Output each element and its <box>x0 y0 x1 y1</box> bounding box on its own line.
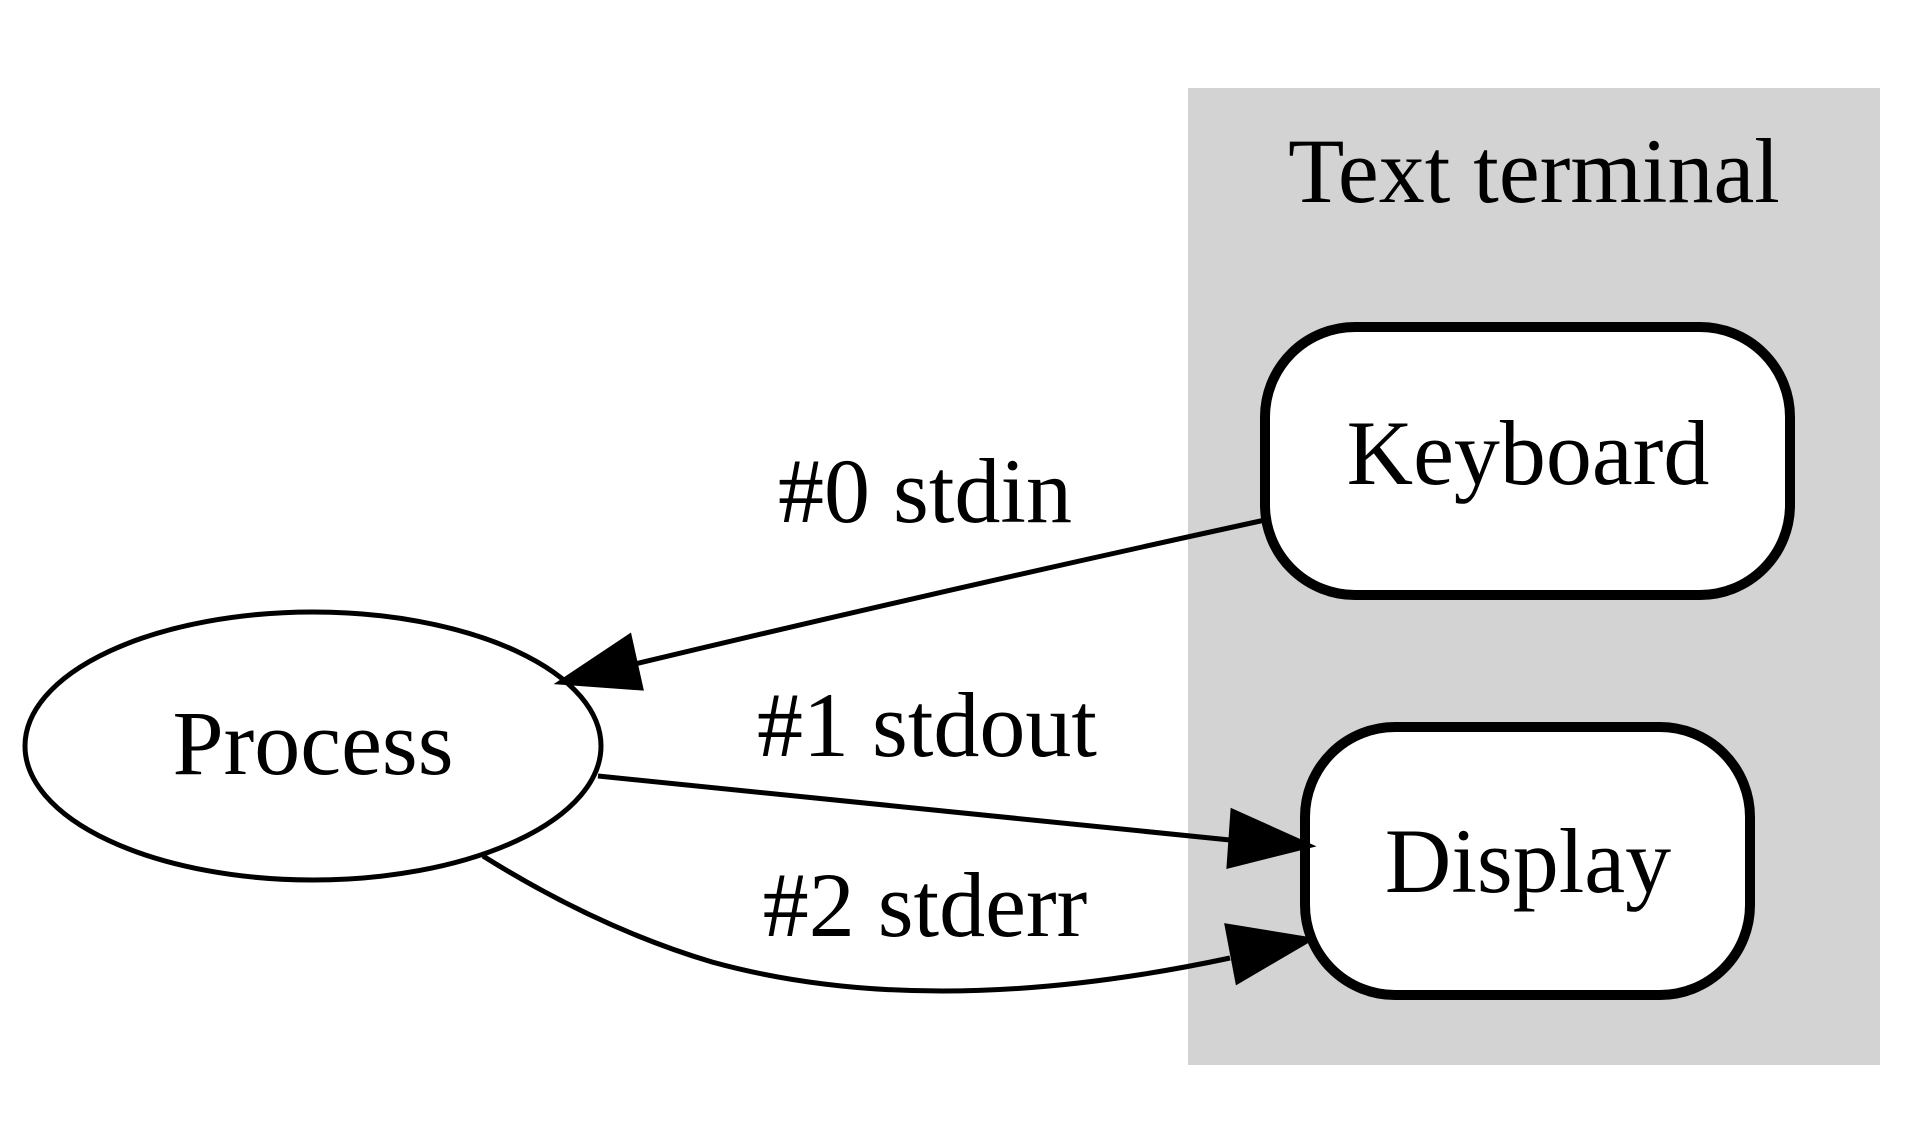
stderr-edge-label: #2 stderr <box>763 854 1087 956</box>
display-node-label: Display <box>1385 810 1671 912</box>
node-display[interactable]: Display <box>1300 722 1755 1000</box>
stdout-edge-label: #1 stdout <box>757 674 1097 776</box>
process-node-ellipse <box>22 609 604 883</box>
edge-stdout: #1 stdout <box>597 674 1317 869</box>
keyboard-node-box <box>1260 322 1795 600</box>
node-keyboard[interactable]: Keyboard <box>1260 322 1795 600</box>
node-process[interactable]: Process <box>22 609 604 883</box>
stderr-edge-line <box>481 853 1231 994</box>
edge-stdin: #0 stdin <box>553 440 1266 691</box>
stdin-arrowhead <box>553 632 644 691</box>
stdout-edge-line <box>597 773 1231 843</box>
process-node-label: Process <box>172 692 453 794</box>
stderr-arrowhead <box>1224 923 1317 986</box>
display-node-box <box>1300 722 1755 1000</box>
edge-stderr: #2 stderr <box>481 853 1317 994</box>
keyboard-node-label: Keyboard <box>1347 402 1710 504</box>
stdin-edge-label: #0 stdin <box>778 440 1072 542</box>
stdin-edge-line <box>634 517 1266 667</box>
stdout-arrowhead <box>1226 807 1317 869</box>
cluster-label: Text terminal <box>1288 120 1780 222</box>
